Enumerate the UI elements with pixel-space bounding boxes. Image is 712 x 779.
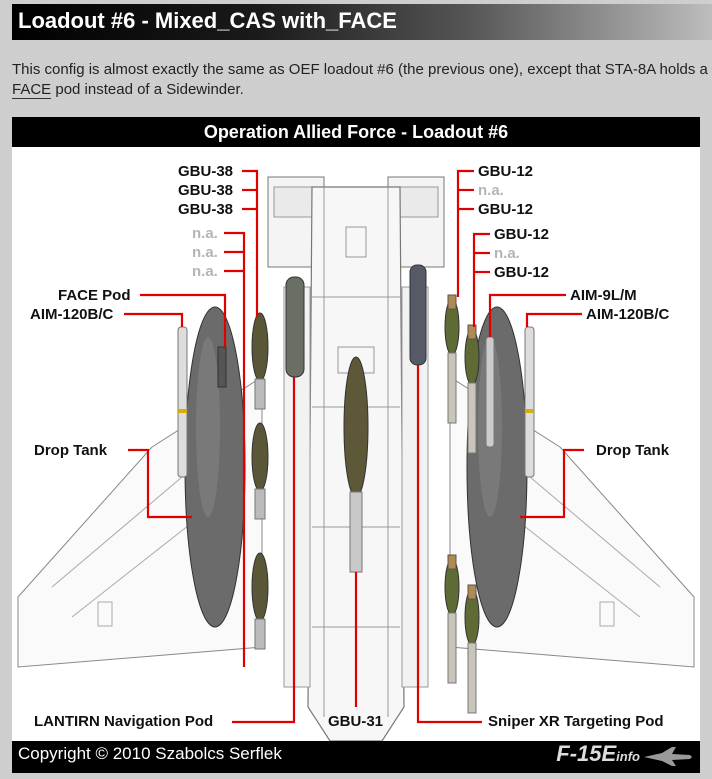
intro-text-before: This config is almost exactly the same a… [12,61,708,78]
label-drop-tank-left: Drop Tank [34,442,108,459]
label-gbu12-1: GBU-12 [478,163,534,180]
label-gbu12-2: GBU-12 [478,201,534,218]
leader-lines [124,169,584,724]
intro-paragraph: This config is almost exactly the same a… [12,60,712,100]
label-na-right-2: n.a. [494,245,520,262]
label-sniper: Sniper XR Targeting Pod [488,713,664,730]
aircraft-illustration [17,169,695,741]
label-na-left-1: n.a. [192,225,218,242]
brand-logo: F-15Einfo [556,741,640,767]
copyright-text: Copyright © 2010 Szabolcs Serflek [18,744,282,763]
face-link[interactable]: FACE [12,81,52,99]
intro-text-after: pod instead of a Sidewinder. [51,81,244,98]
label-aim120-left: AIM-120B/C [30,306,114,323]
label-face-pod: FACE Pod [58,287,131,304]
label-gbu12-4: GBU-12 [494,264,550,281]
label-gbu38-1: GBU-38 [178,163,234,180]
aircraft-diagram: GBU-38 GBU-38 GBU-38 n.a. n.a. n.a. FACE… [12,147,700,741]
label-gbu31: GBU-31 [328,713,384,730]
label-lantirn: LANTIRN Navigation Pod [34,713,214,730]
label-gbu38-3: GBU-38 [178,201,234,218]
label-na-right-1: n.a. [478,182,504,199]
label-na-left-2: n.a. [192,244,218,261]
figure-title: Operation Allied Force - Loadout #6 [203,122,509,142]
label-aim120-right: AIM-120B/C [586,306,670,323]
page-header: Loadout #6 - Mixed_CAS with_FACE [12,4,712,40]
label-aim9: AIM-9L/M [570,287,637,304]
label-gbu38-2: GBU-38 [178,182,234,199]
brand-sub: info [616,749,640,764]
page-title: Loadout #6 - Mixed_CAS with_FACE [18,8,397,33]
label-na-left-3: n.a. [192,263,218,280]
loadout-figure: Operation Allied Force - Loadout #6 [12,117,700,773]
brand-main: F-15E [556,741,617,766]
label-drop-tank-right: Drop Tank [596,442,670,459]
label-gbu12-3: GBU-12 [494,226,550,243]
jet-icon [644,747,692,766]
